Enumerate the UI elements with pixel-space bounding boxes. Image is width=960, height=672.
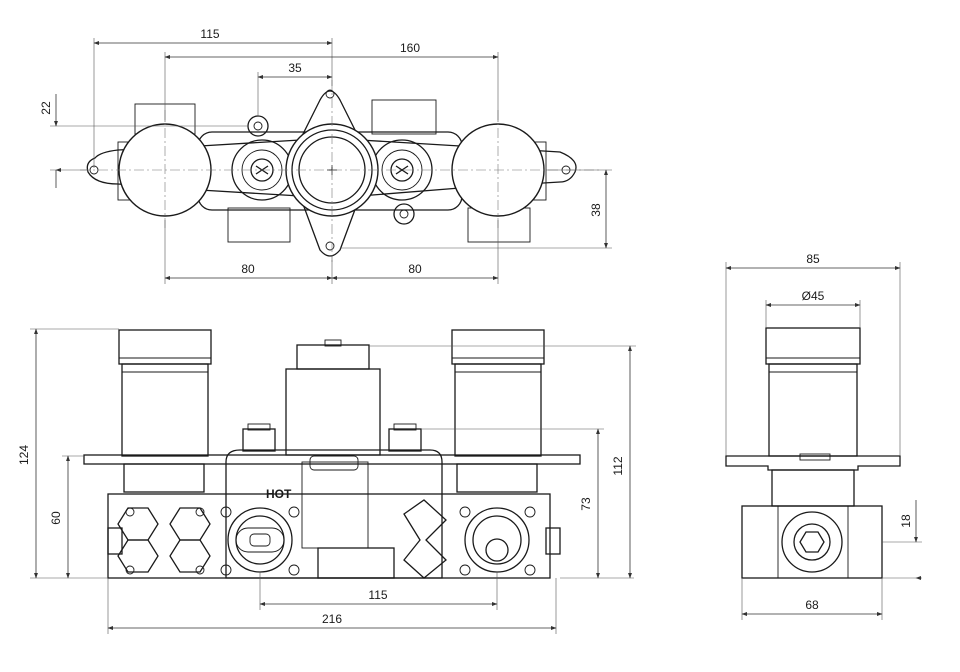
dim-front-73: 73 (579, 497, 593, 511)
top-outlet-left (227, 207, 291, 243)
front-main-body (225, 449, 443, 579)
side-handle-sleeve (768, 363, 858, 457)
front-cold-port-outer (464, 507, 530, 573)
top-lug-lower (393, 203, 415, 225)
front-handle-right-sleeve (454, 363, 542, 457)
dim-side-18: 18 (899, 514, 913, 528)
front-cartridge-body (285, 368, 381, 456)
front-handle-right-cap (451, 329, 545, 365)
front-handle-left-neck (123, 463, 205, 493)
front-bottom-tab (317, 547, 395, 579)
dim-front-124: 124 (17, 445, 31, 465)
front-cold-port-stem (485, 538, 509, 562)
top-inlet-right (371, 99, 437, 135)
front-cold-port-inner (472, 515, 522, 565)
side-neck (771, 469, 855, 507)
front-port-right (545, 527, 561, 555)
dim-side-68: 68 (805, 598, 819, 612)
side-handle-cap (765, 327, 861, 365)
side-port-hex (799, 531, 825, 553)
side-dimensions: 85 Ø45 18 68 (725, 252, 922, 620)
top-dimensions: 115 160 35 22 38 80 80 (39, 27, 612, 284)
dim-top-35: 35 (288, 61, 302, 75)
front-handle-left-sleeve (121, 363, 209, 457)
top-lug-lower-hole (399, 209, 409, 219)
dim-side-diameter-45: Ø45 (802, 289, 825, 303)
dim-top-115: 115 (200, 27, 219, 41)
front-view: HOT (83, 329, 581, 579)
dim-front-115: 115 (368, 588, 387, 602)
front-handle-left-cap (118, 329, 212, 365)
front-port-left (107, 527, 123, 555)
front-handle-right-neck (456, 463, 538, 493)
dim-top-160: 160 (400, 41, 420, 55)
front-hot-port-inner (235, 515, 285, 565)
front-outlet-chevron (403, 499, 447, 579)
side-view (725, 327, 901, 579)
top-view (80, 80, 600, 262)
front-fitting-left-d (169, 539, 211, 573)
side-port-outer (781, 511, 843, 573)
dim-top-80-left: 80 (241, 262, 255, 276)
dim-front-60: 60 (49, 511, 63, 525)
top-lug-upper (247, 115, 269, 137)
front-fitting-left-c (117, 539, 159, 573)
front-stop-left (242, 428, 276, 452)
side-body (741, 505, 883, 579)
top-mounting-plate (86, 90, 577, 257)
front-dimensions: 124 60 73 112 115 216 (17, 328, 636, 634)
dim-front-216: 216 (322, 612, 342, 626)
dim-front-112: 112 (611, 456, 625, 475)
plate-hole-bottom (325, 241, 335, 251)
side-port-inner (793, 523, 831, 561)
plate-hole-top (325, 89, 335, 99)
top-lug-upper-hole (253, 121, 263, 131)
dim-top-80-right: 80 (408, 262, 422, 276)
front-fitting-left-a (117, 507, 159, 541)
side-wall-plate (725, 455, 901, 471)
dim-side-85: 85 (806, 252, 820, 266)
front-stop-right (388, 428, 422, 452)
dim-top-38: 38 (589, 203, 603, 217)
front-hot-port-outer (227, 507, 293, 573)
front-body-window (301, 461, 369, 549)
dim-top-22: 22 (39, 101, 53, 115)
front-cartridge-cap (296, 344, 370, 370)
front-lower-block (107, 493, 551, 579)
